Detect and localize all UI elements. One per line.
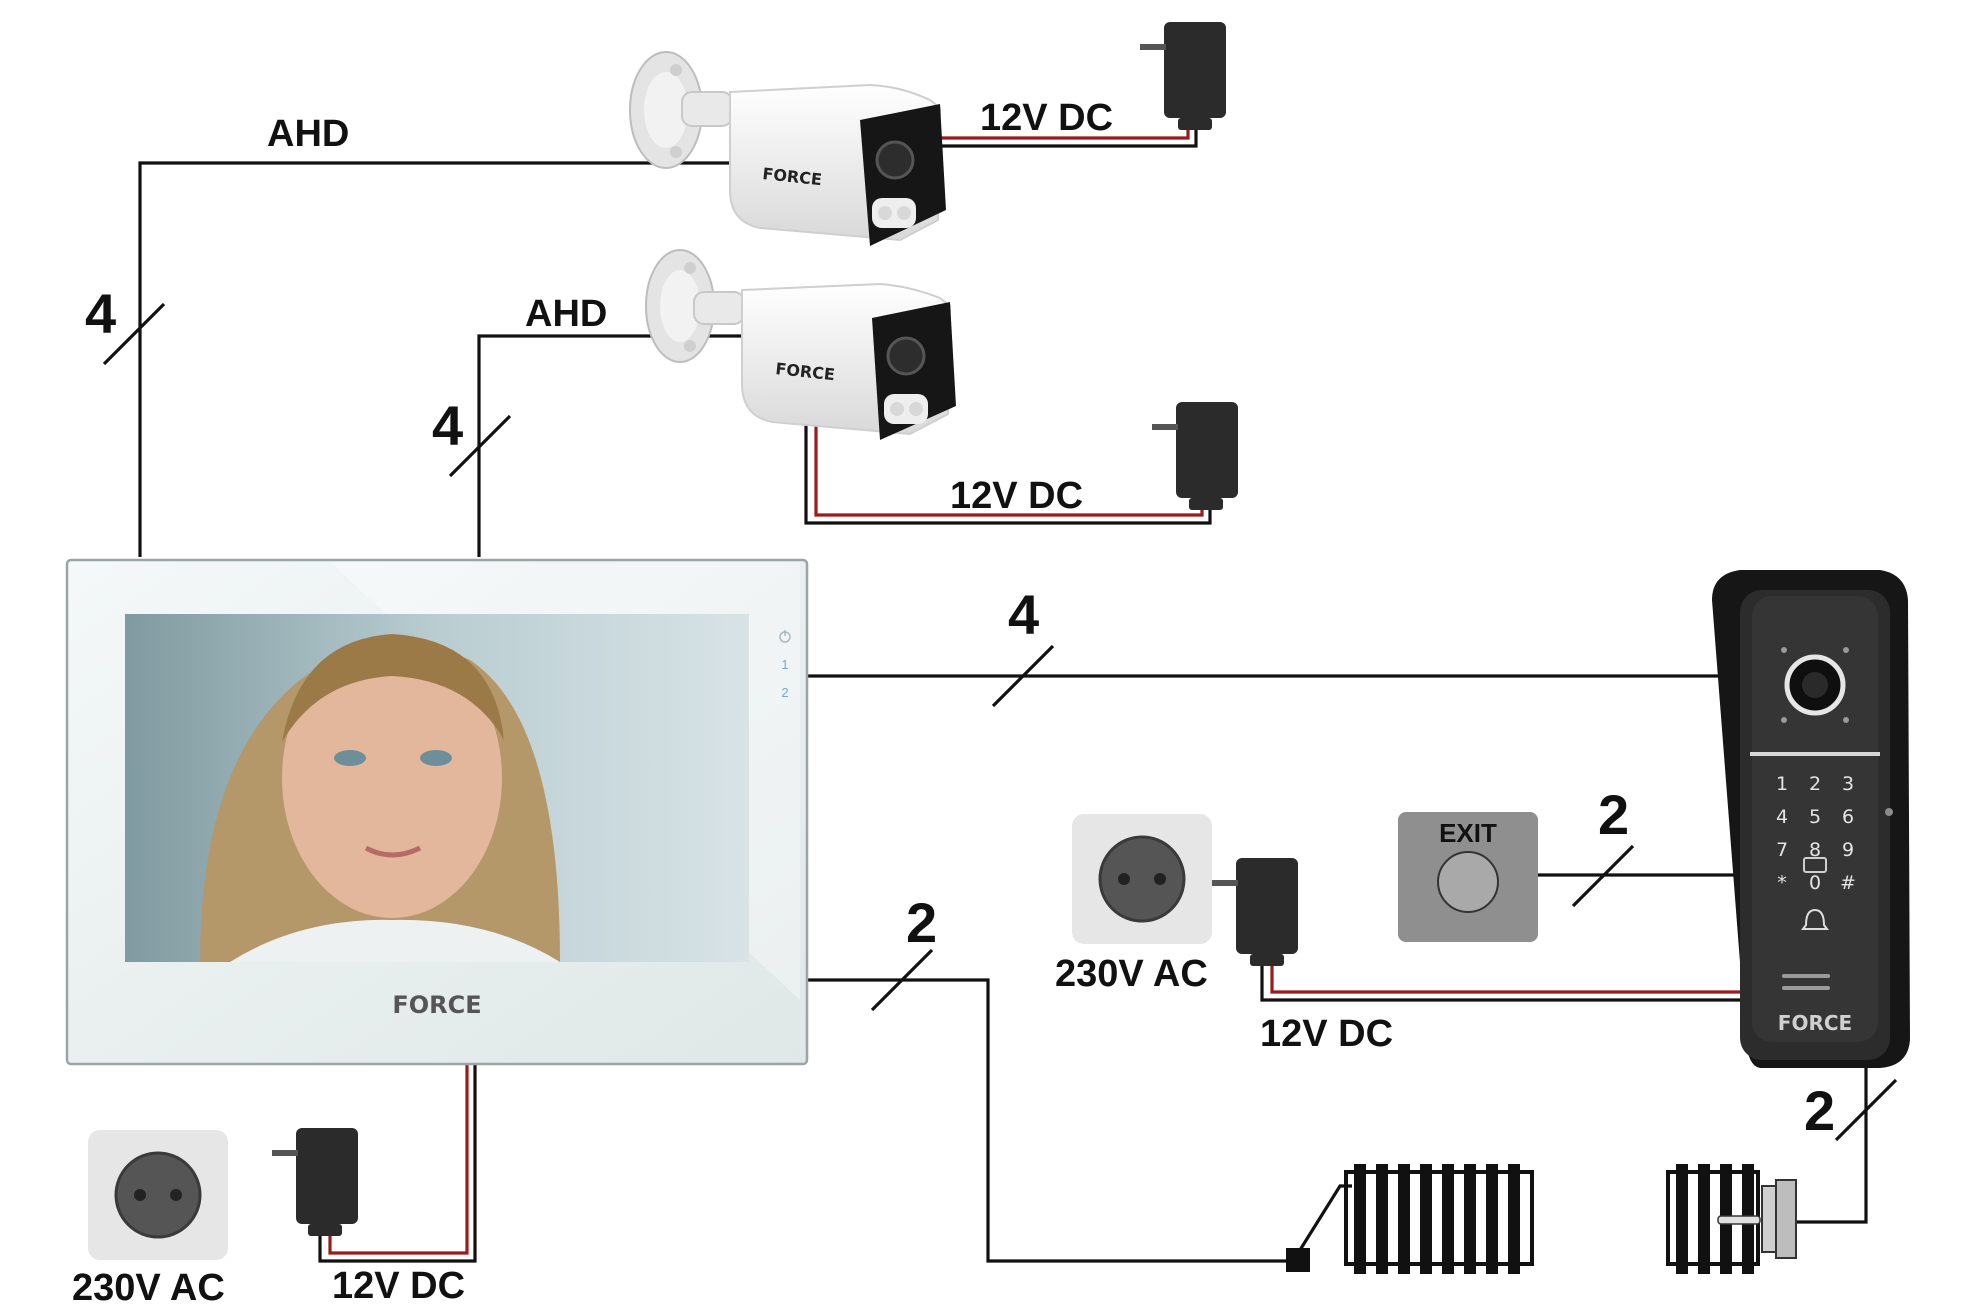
slash-exit [1571,844,1635,908]
keypad-key[interactable]: 5 [1809,806,1821,828]
socket-monitor [88,1130,228,1260]
label-dc-camera-1: 12V DC [980,97,1113,139]
exit-label: EXIT [1439,818,1497,848]
keypad-key[interactable]: * [1777,872,1787,894]
keypad-key[interactable]: # [1840,872,1856,894]
keypad-key[interactable]: 1 [1776,773,1788,795]
slash-camera-2 [448,414,512,478]
door-station-brand: FORCE [1778,1011,1852,1035]
slash-lock-station [1834,1078,1898,1142]
dc-wire-monitor-black [318,1060,477,1263]
keypad-key[interactable]: 4 [1776,806,1788,828]
label-ahd-mid: AHD [525,293,607,335]
bell-icon[interactable] [1801,908,1829,930]
wires [102,116,1898,1263]
keypad-key[interactable]: 2 [1809,773,1821,795]
slash-camera-1 [102,302,166,366]
label-wires-camera-2: 4 [432,394,463,457]
card-icon [1803,857,1827,873]
power-adapter-station [1212,858,1298,966]
label-ahd-top: AHD [267,113,349,155]
person-image [200,634,560,962]
keypad-key[interactable]: 8 [1809,839,1821,861]
keypad-key[interactable]: 6 [1842,806,1854,828]
monitor-brand: FORCE [392,991,481,1019]
label-wires-lock-monitor: 2 [906,891,937,954]
label-wires-door-station: 4 [1008,583,1039,646]
monitor-button-1[interactable]: 1 [781,657,788,672]
label-ac-station: 230V AC [1055,953,1208,995]
dc-wire-monitor-red [328,1060,469,1255]
ahd-wire-camera-1 [138,161,738,557]
dc-wire-station-red [1270,955,1740,994]
keypad-key[interactable]: 7 [1776,839,1788,861]
power-adapter-monitor [272,1128,358,1236]
keypad-key[interactable]: 9 [1842,839,1854,861]
label-ac-monitor: 230V AC [72,1267,225,1306]
power-adapter-camera-1 [1140,22,1226,130]
label-wires-camera-1: 4 [85,282,116,345]
slash-door-station [991,644,1055,708]
wire-station-lock [1776,1058,1868,1224]
label-dc-camera-2: 12V DC [950,475,1083,517]
socket-station [1072,814,1212,944]
keypad-key[interactable]: 3 [1842,773,1854,795]
monitor: 1 2 FORCE [65,558,809,1066]
label-wires-exit: 2 [1598,783,1629,846]
keypad-key[interactable]: 0 [1809,872,1821,894]
slash-lock-monitor [870,948,934,1012]
label-dc-monitor: 12V DC [332,1265,465,1306]
electric-lock-1 [1286,1164,1534,1274]
wire-monitor-lock [806,978,1292,1263]
electric-lock-2 [1666,1164,1797,1274]
camera-2: FORCE [645,249,956,440]
dc-wire-station-black [1260,955,1740,1002]
dc-wire-camera-2-black [804,420,1212,525]
label-wires-lock-station: 2 [1804,1079,1835,1142]
exit-button: EXIT [1398,812,1538,942]
power-adapter-camera-2 [1152,402,1238,510]
monitor-button-2[interactable]: 2 [781,685,788,700]
ahd-wire-camera-2 [477,334,742,557]
label-dc-station: 12V DC [1260,1013,1393,1055]
camera-1: FORCE [629,51,946,246]
labels: AHD AHD 12V DC 12V DC 12V DC 12V DC 230V… [72,97,1835,1306]
monitor-side-buttons: 1 2 [779,630,791,700]
